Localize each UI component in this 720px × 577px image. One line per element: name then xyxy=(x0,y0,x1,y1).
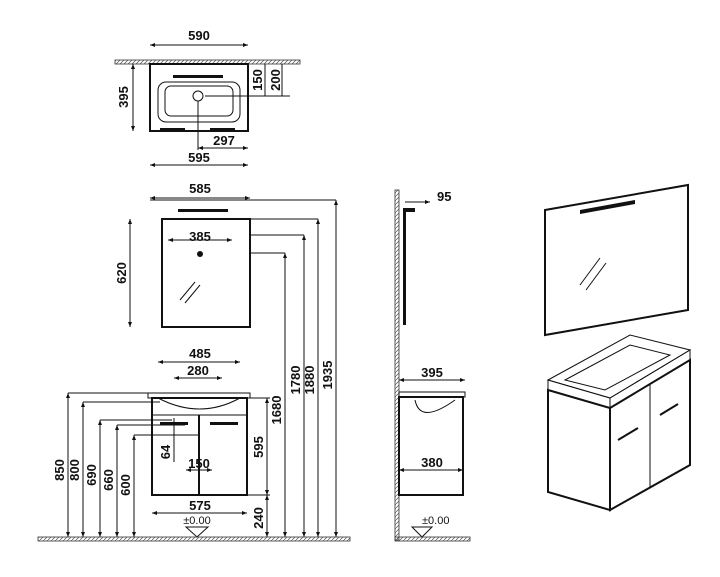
dim-850: 850 xyxy=(52,459,67,481)
side-view: 95 395 380 ±0.00 xyxy=(394,189,471,542)
dim-660: 660 xyxy=(101,469,116,491)
dim-1680: 1680 xyxy=(269,396,284,425)
dim-200: 200 xyxy=(268,69,283,91)
dim-485: 485 xyxy=(189,346,211,361)
mirror xyxy=(161,218,251,328)
dim-595-front: 595 xyxy=(251,436,266,458)
dim-1935: 1935 xyxy=(320,361,335,390)
drain-icon xyxy=(192,90,204,102)
dim-800: 800 xyxy=(67,459,82,481)
front-view: 585 385 620 1680 1780 1880 1935 485 280 … xyxy=(37,181,351,542)
dim-150-front: 150 xyxy=(188,456,210,471)
dim-297: 297 xyxy=(213,133,235,148)
level-mark-side: ±0.00 xyxy=(422,515,449,527)
dim-690: 690 xyxy=(84,464,99,486)
floor xyxy=(37,536,351,542)
dim-240: 240 xyxy=(251,507,266,529)
dim-1780: 1780 xyxy=(288,366,303,395)
dim-395: 395 xyxy=(116,86,131,108)
mirror-side xyxy=(403,210,406,325)
dim-585: 585 xyxy=(189,181,211,196)
level-mark: ±0.00 xyxy=(183,515,210,527)
mirror-light xyxy=(178,209,228,212)
dim-385: 385 xyxy=(189,229,211,244)
dim-395-side: 395 xyxy=(421,365,443,380)
dim-595: 595 xyxy=(188,150,210,165)
perspective-view xyxy=(544,183,692,512)
mirror-3d xyxy=(544,183,689,337)
top-view: 590 395 150 200 297 595 xyxy=(114,28,301,167)
cabinet-side xyxy=(398,396,464,496)
dim-280: 280 xyxy=(187,363,209,378)
dim-575: 575 xyxy=(189,498,211,513)
basin-top-outline xyxy=(149,63,249,132)
dim-64: 64 xyxy=(158,444,173,459)
dim-1880: 1880 xyxy=(302,366,317,395)
dim-620: 620 xyxy=(114,262,129,284)
cabinet-3d xyxy=(609,358,691,512)
dim-600: 600 xyxy=(118,474,133,496)
dim-590: 590 xyxy=(188,28,210,43)
dim-150: 150 xyxy=(250,69,265,91)
dim-95: 95 xyxy=(437,189,451,204)
basin-3d xyxy=(546,334,692,399)
dim-380: 380 xyxy=(421,455,443,470)
